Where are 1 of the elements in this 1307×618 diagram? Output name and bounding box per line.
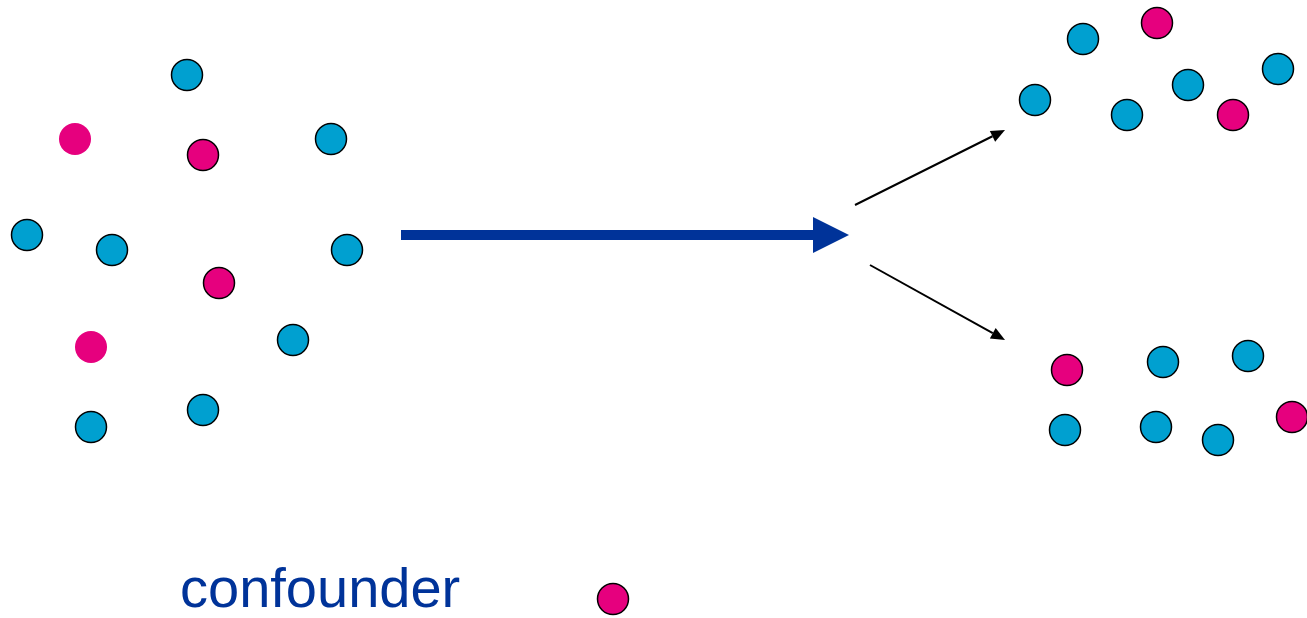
legend-label: confounder [180,556,461,618]
